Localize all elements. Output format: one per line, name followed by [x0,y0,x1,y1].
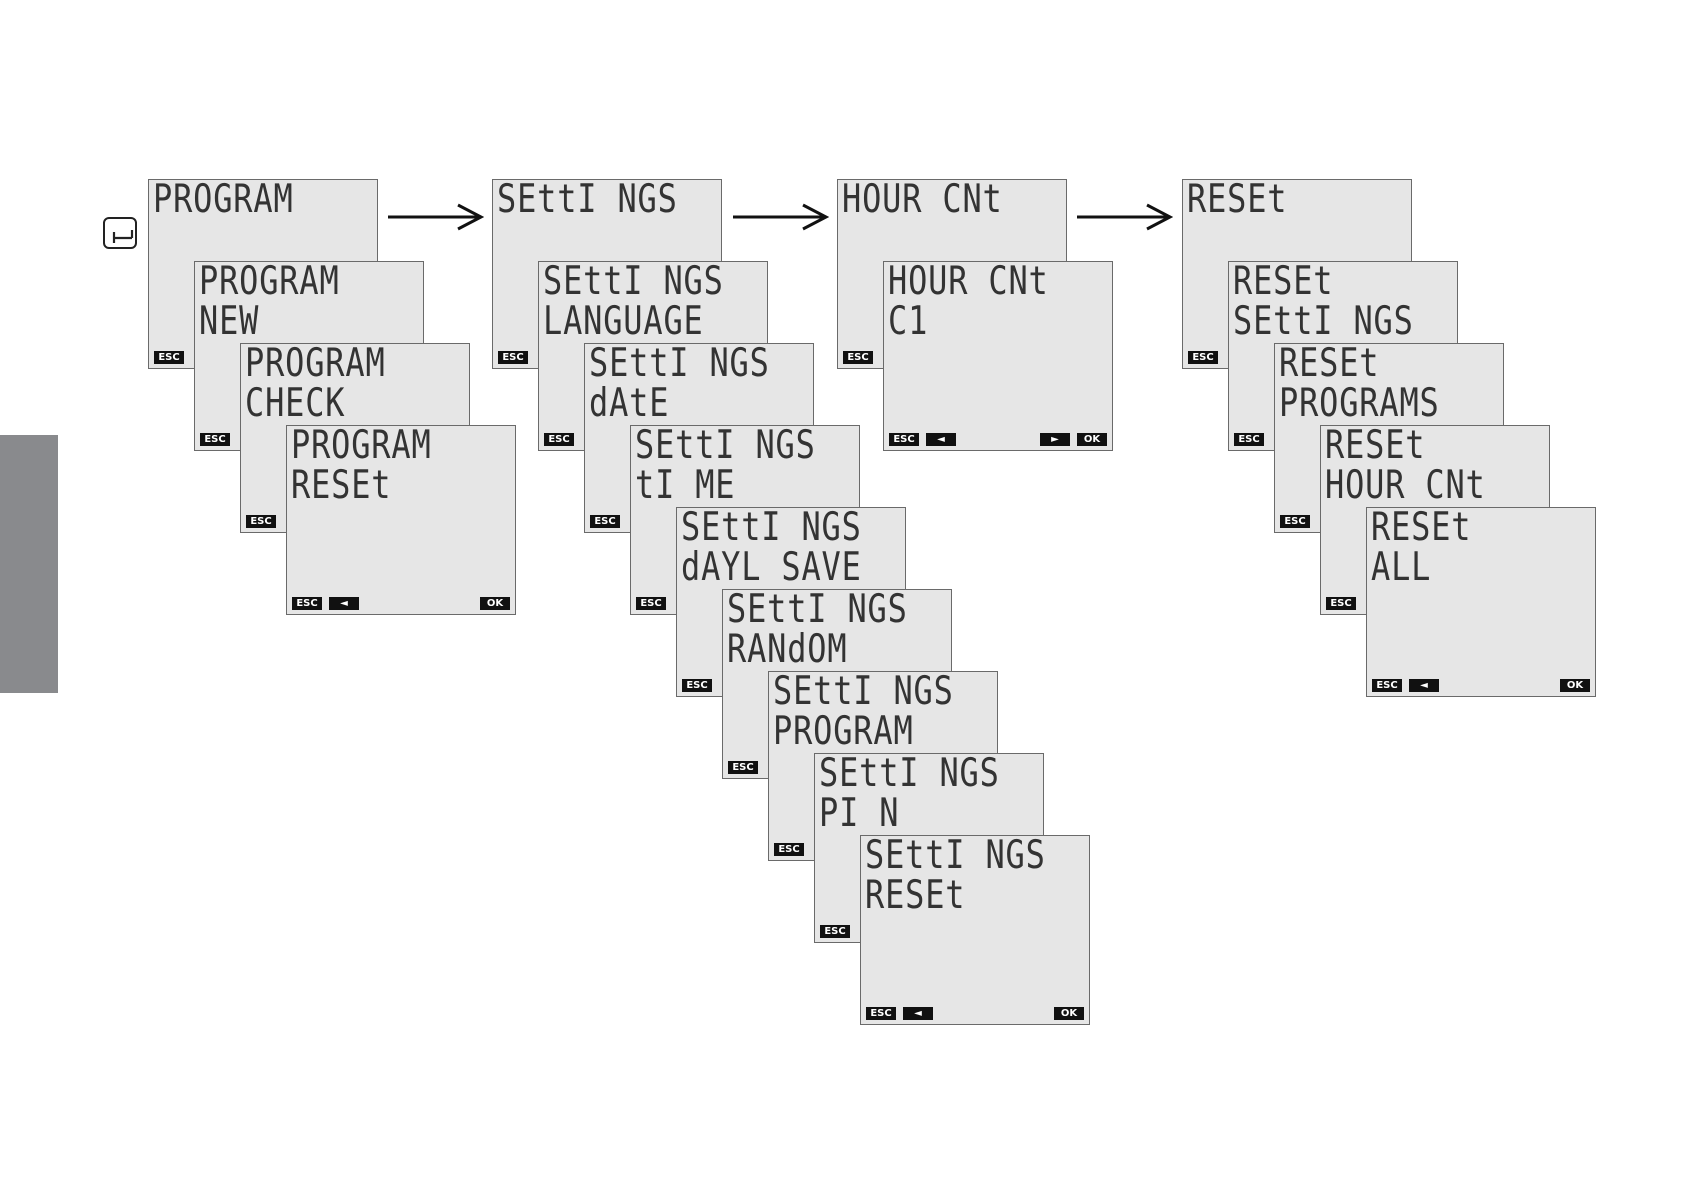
esc-softkey[interactable]: ESC [774,843,804,856]
esc-softkey[interactable]: ESC [636,597,666,610]
lcd-line-1: SEttI NGS [727,589,908,632]
esc-softkey[interactable]: ESC [889,433,919,446]
lcd-line-1: SEttI NGS [543,261,724,304]
ok-softkey[interactable]: OK [1560,679,1590,692]
next-softkey[interactable]: ► [1040,433,1070,446]
lcd-line-1: RESEt [1371,507,1472,550]
lcd-line-2: RANdOM [727,627,848,672]
lcd-line-1: SEttI NGS [773,671,954,714]
lcd-line-2: RESEt [291,463,392,508]
prev-softkey[interactable]: ◄ [1409,679,1439,692]
lcd-line-1: SEttI NGS [589,343,770,386]
lcd-line-1: SEttI NGS [819,753,1000,796]
esc-softkey[interactable]: ESC [498,351,528,364]
lcd-line-1: SEttI NGS [497,179,678,222]
enter-key-icon [103,217,137,249]
lcd-line-1: RESEt [1233,261,1334,304]
prev-softkey[interactable]: ◄ [903,1007,933,1020]
esc-softkey[interactable]: ESC [843,351,873,364]
ok-softkey[interactable]: OK [1054,1007,1084,1020]
esc-softkey[interactable]: ESC [1188,351,1218,364]
lcd-line-2: HOUR CNt [1325,463,1486,508]
lcd-line-1: HOUR CNt [842,179,1003,222]
lcd-line-2: ALL [1371,545,1432,590]
lcd-line-2: dAtE [589,381,670,426]
esc-softkey[interactable]: ESC [292,597,322,610]
lcd-line-1: PROGRAM [245,343,386,386]
esc-softkey[interactable]: ESC [1326,597,1356,610]
lcd-line-1: SEttI NGS [635,425,816,468]
sidebar-tab [0,435,58,693]
esc-softkey[interactable]: ESC [246,515,276,528]
esc-softkey[interactable]: ESC [200,433,230,446]
lcd-line-2: dAYL SAVE [681,545,862,590]
lcd-line-2: NEW [199,299,260,344]
right-arrow-icon [1077,203,1173,231]
ok-softkey[interactable]: OK [480,597,510,610]
lcd-line-1: PROGRAM [291,425,432,468]
lcd-line-2: CHECK [245,381,346,426]
esc-softkey[interactable]: ESC [544,433,574,446]
esc-softkey[interactable]: ESC [728,761,758,774]
lcd-line-2: PROGRAM [773,709,914,754]
lcd-line-2: RESEt [865,873,966,918]
lcd-line-1: PROGRAM [153,179,294,222]
lcd-line-1: HOUR CNt [888,261,1049,304]
lcd-line-2: PROGRAMS [1279,381,1440,426]
prev-softkey[interactable]: ◄ [926,433,956,446]
lcd-line-2: LANGUAGE [543,299,704,344]
lcd-line-2: tI ME [635,463,736,508]
right-arrow-icon [388,203,484,231]
lcd-line-1: SEttI NGS [865,835,1046,878]
lcd-line-1: RESEt [1187,179,1288,222]
right-arrow-icon [733,203,829,231]
lcd-line-1: PROGRAM [199,261,340,304]
esc-softkey[interactable]: ESC [1234,433,1264,446]
esc-softkey[interactable]: ESC [1280,515,1310,528]
esc-softkey[interactable]: ESC [154,351,184,364]
lcd-line-1: RESEt [1325,425,1426,468]
esc-softkey[interactable]: ESC [590,515,620,528]
lcd-line-1: SEttI NGS [681,507,862,550]
lcd-line-2: PI N [819,791,900,836]
esc-softkey[interactable]: ESC [820,925,850,938]
esc-softkey[interactable]: ESC [866,1007,896,1020]
esc-softkey[interactable]: ESC [1372,679,1402,692]
lcd-line-2: C1 [888,299,929,344]
prev-softkey[interactable]: ◄ [329,597,359,610]
lcd-line-1: RESEt [1279,343,1380,386]
ok-softkey[interactable]: OK [1077,433,1107,446]
esc-softkey[interactable]: ESC [682,679,712,692]
lcd-line-2: SEttI NGS [1233,299,1414,344]
